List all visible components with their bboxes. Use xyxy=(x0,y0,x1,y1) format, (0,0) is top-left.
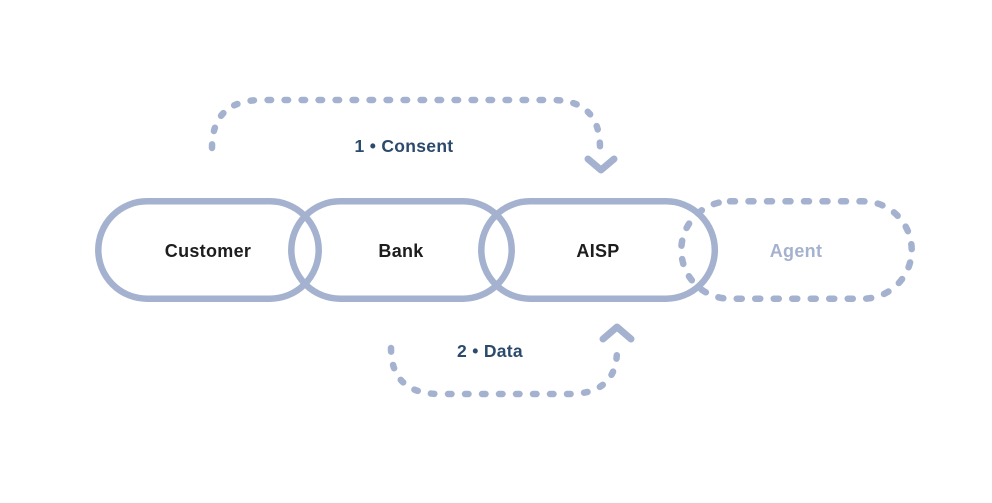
node-customer-label: Customer xyxy=(165,241,251,261)
arrow-down-icon xyxy=(584,155,618,174)
node-bank-label: Bank xyxy=(378,241,424,261)
node-customer: Customer xyxy=(95,198,322,302)
node-customer-outline xyxy=(95,198,322,302)
flow-data-path xyxy=(387,344,621,398)
node-aisp: AISP xyxy=(478,198,719,302)
flow-data-label: 2 • Data xyxy=(457,341,523,361)
flow-data: 2 • Data xyxy=(387,323,635,398)
flow-consent-label: 1 • Consent xyxy=(355,136,454,156)
flow-consent-path xyxy=(208,96,604,152)
node-agent-outline xyxy=(678,198,915,302)
node-agent-label: Agent xyxy=(770,241,823,261)
node-aisp-label: AISP xyxy=(576,241,619,261)
node-aisp-outline xyxy=(478,198,719,302)
node-bank: Bank xyxy=(288,198,515,302)
node-agent: Agent xyxy=(678,198,915,302)
flow-consent: 1 • Consent xyxy=(208,96,618,174)
node-bank-outline xyxy=(288,198,515,302)
arrow-up-icon xyxy=(599,323,635,343)
